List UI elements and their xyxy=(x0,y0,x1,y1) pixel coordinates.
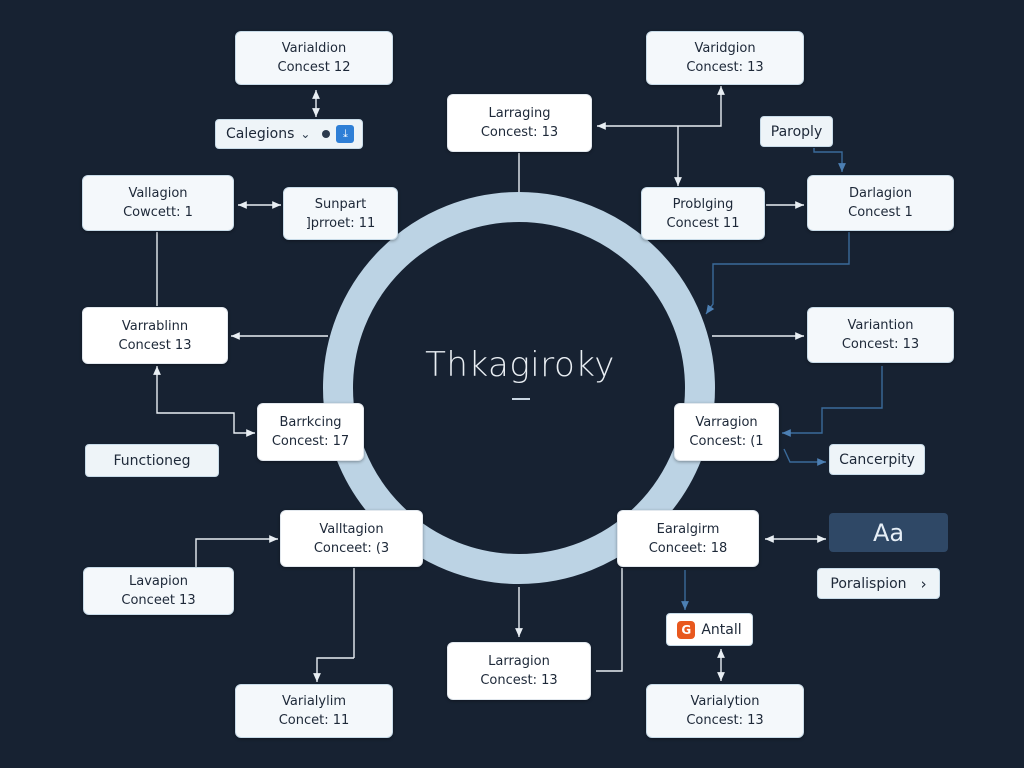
concept-node-7[interactable]: Darlagion Concest 1 xyxy=(807,175,954,231)
node-title: Vallagion xyxy=(128,186,188,201)
node-title: Earalgirm xyxy=(656,521,720,537)
concept-node-5[interactable]: Sunpart ]prroet: 11 xyxy=(283,187,398,240)
functioneg-chip[interactable]: Functioneg xyxy=(85,444,219,477)
node-title: Varragion xyxy=(695,415,758,430)
chevron-down-icon: ⌄ xyxy=(300,127,311,141)
node-title: Varialytion xyxy=(690,694,760,709)
node-subtitle: Cowcett: 1 xyxy=(123,205,193,220)
concept-node-11[interactable]: Varragion Concest: (1 xyxy=(674,403,779,461)
categories-label: Calegions xyxy=(226,126,295,142)
categories-select[interactable]: Calegions ⌄ ⤓ xyxy=(215,119,363,149)
connectors xyxy=(153,86,826,682)
concept-node-13[interactable]: Earalgirm Conceet: 18 xyxy=(617,510,759,567)
functioneg-label: Functioneg xyxy=(113,452,191,469)
node-title: Darlagion xyxy=(849,186,912,201)
node-title: Barrkcing xyxy=(279,415,342,430)
node-subtitle: Concest: 13 xyxy=(686,60,764,75)
concept-node-10[interactable]: Barrkcing Concest: 17 xyxy=(257,403,364,461)
node-subtitle: Conceet 13 xyxy=(121,593,196,608)
download-icon[interactable]: ⤓ xyxy=(336,125,355,143)
node-subtitle: Concest: 17 xyxy=(271,434,350,449)
poralispion-button[interactable]: Poralispion › xyxy=(817,568,940,599)
concept-node-9[interactable]: Variantion Concest: 13 xyxy=(807,307,954,363)
node-title: Larragion xyxy=(488,654,550,669)
node-subtitle: Concest 1 xyxy=(848,205,913,220)
node-title: Varidgion xyxy=(694,41,756,56)
concept-node-1[interactable]: Varialdion Concest 12 xyxy=(235,31,393,85)
node-title: Sunpart xyxy=(314,196,367,212)
conceripity-chip[interactable]: Cancerpity xyxy=(829,444,925,475)
node-subtitle: Concest: 13 xyxy=(480,125,559,140)
center-ring xyxy=(323,192,715,584)
concept-node-15[interactable]: Larragion Concest: 13 xyxy=(447,642,591,700)
center-title-underline xyxy=(512,398,530,400)
concept-node-2[interactable]: Varidgion Concest: 13 xyxy=(646,31,804,85)
node-title: Problging xyxy=(672,196,734,212)
node-subtitle: Concest 12 xyxy=(277,60,351,75)
conceripity-label: Cancerpity xyxy=(839,451,915,468)
node-subtitle: Concest: 13 xyxy=(686,713,764,728)
concept-node-8[interactable]: Varrablinn Concest 13 xyxy=(82,307,228,364)
node-title: Variantion xyxy=(847,318,914,333)
app-logo-icon: G xyxy=(677,620,696,639)
node-title: Larraging xyxy=(488,106,551,121)
node-title: Varialdion xyxy=(281,41,347,56)
node-title: Valltagion xyxy=(319,521,384,537)
chevron-right-icon: › xyxy=(920,574,927,593)
node-subtitle: Concest: 13 xyxy=(841,337,920,352)
node-subtitle: ]prroet: 11 xyxy=(305,215,376,231)
node-title: Lavapion xyxy=(129,574,188,589)
antall-label: Antall xyxy=(701,621,742,638)
concept-node-12[interactable]: Valltagion Conceet: (3 xyxy=(280,510,423,567)
ag-button[interactable]: Aa xyxy=(829,513,948,552)
accent-connectors xyxy=(681,148,883,610)
properly-chip[interactable]: Paroply xyxy=(760,116,833,147)
center-title: Thkagiroky xyxy=(425,345,615,385)
node-subtitle: Concet: 11 xyxy=(278,713,350,728)
node-subtitle: Conceet: (3 xyxy=(313,540,390,556)
node-title: Varrablinn xyxy=(121,318,189,334)
dot-icon xyxy=(322,130,331,138)
ag-label: Aa xyxy=(872,518,905,547)
node-subtitle: Concest 11 xyxy=(666,215,740,231)
node-subtitle: Concest: 13 xyxy=(480,673,558,688)
node-title: Varialylim xyxy=(282,694,346,709)
poralispion-label: Poralispion xyxy=(830,575,907,592)
properly-label: Paroply xyxy=(770,123,823,140)
node-subtitle: Conceet: 18 xyxy=(648,540,728,556)
node-subtitle: Concest: (1 xyxy=(689,434,764,449)
concept-node-14[interactable]: Lavapion Conceet 13 xyxy=(83,567,234,615)
concept-node-4[interactable]: Vallagion Cowcett: 1 xyxy=(82,175,234,231)
concept-node-3[interactable]: Larraging Concest: 13 xyxy=(447,94,592,152)
concept-node-16[interactable]: Varialylim Concet: 11 xyxy=(235,684,393,738)
antall-button[interactable]: G Antall xyxy=(666,613,753,646)
node-subtitle: Concest 13 xyxy=(118,337,192,353)
concept-node-17[interactable]: Varialytion Concest: 13 xyxy=(646,684,804,738)
concept-node-6[interactable]: Problging Concest 11 xyxy=(641,187,765,240)
